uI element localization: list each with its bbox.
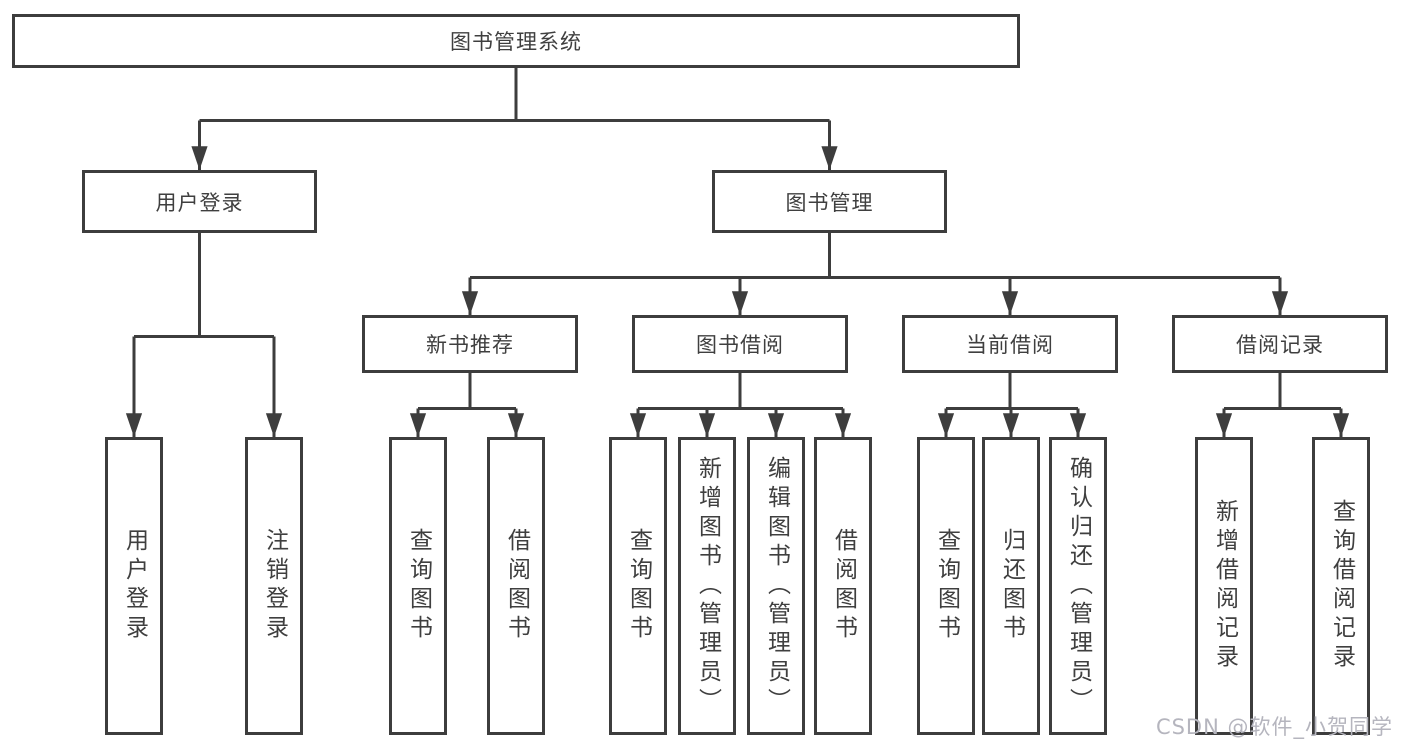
leaf-query-books-borrowing: 查询图书 [609,437,667,735]
leaf-query-books-current: 查询图书 [917,437,975,735]
node-borrow-records: 借阅记录 [1172,315,1388,373]
leaf-borrow-books-borrowing: 借阅图书 [814,437,872,735]
node-library-management-system: 图书管理系统 [12,14,1020,68]
leaf-borrow-books-recommend: 借阅图书 [487,437,545,735]
leaf-logout: 注销登录 [245,437,303,735]
leaf-confirm-return-admin: 确认归还（管理员） [1049,437,1107,735]
node-current-borrowing: 当前借阅 [902,315,1118,373]
node-user-login: 用户登录 [82,170,317,233]
leaf-return-books: 归还图书 [982,437,1040,735]
csdn-watermark: CSDN @软件_小贺同学 [1155,715,1393,739]
leaf-query-books-recommend: 查询图书 [389,437,447,735]
node-book-borrowing: 图书借阅 [632,315,848,373]
leaf-edit-books-admin: 编辑图书（管理员） [747,437,805,735]
node-book-management: 图书管理 [712,170,947,233]
leaf-add-books-admin: 新增图书（管理员） [678,437,736,735]
leaf-query-borrow-record: 查询借阅记录 [1312,437,1370,735]
leaf-add-borrow-record: 新增借阅记录 [1195,437,1253,735]
node-new-book-recommend: 新书推荐 [362,315,578,373]
leaf-user-login: 用户登录 [105,437,163,735]
